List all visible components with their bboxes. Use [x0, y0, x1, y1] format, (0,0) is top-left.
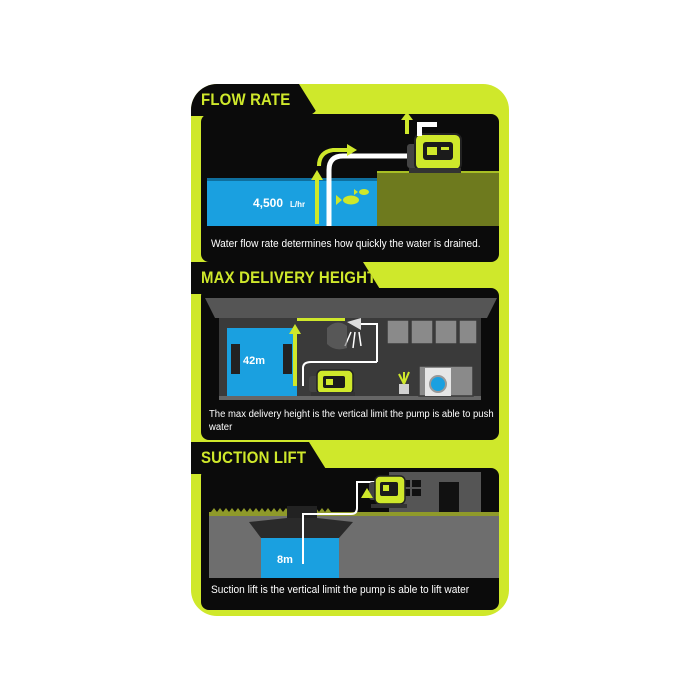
suction-value: 8m	[277, 554, 293, 566]
fish-icon	[336, 189, 369, 205]
pump-icon	[401, 114, 462, 173]
height-arrow-icon	[289, 318, 345, 386]
delivery-height-title: MAX DELIVERY HEIGHT	[201, 268, 377, 287]
flow-rate-title: FLOW RATE	[201, 90, 291, 109]
flow-unit: L/hr	[290, 200, 305, 209]
well-water	[261, 538, 339, 578]
roof	[205, 298, 497, 318]
suction-lift-panel: 8m Suction lift is the vertical limit th…	[201, 468, 499, 610]
suction-lift-title: SUCTION LIFT	[201, 448, 307, 467]
flow-rate-illustration: 4,500 L/hr	[207, 114, 499, 226]
flow-rate-tab: FLOW RATE	[191, 84, 319, 116]
pump-icon	[369, 475, 407, 508]
delivery-height-caption: The max delivery height is the vertical …	[209, 409, 494, 433]
lift-arrow-icon	[361, 488, 373, 498]
shower-icon	[327, 318, 378, 362]
delivery-height-panel: 42m The max delivery height is the verti…	[201, 288, 499, 440]
flow-arrow-icon	[311, 144, 357, 224]
flow-value: 4,500	[253, 196, 283, 210]
delivery-value: 42m	[243, 355, 265, 367]
washing-machine-icon	[425, 368, 451, 396]
plant-icon	[398, 371, 410, 394]
pump-icon	[309, 369, 355, 396]
infographic-card: FLOW RATE	[191, 84, 509, 616]
suction-lift-caption: Suction lift is the vertical limit the p…	[211, 584, 470, 596]
suction-lift-illustration: 8m	[209, 472, 499, 578]
delivery-height-illustration: 42m	[205, 298, 497, 400]
flow-rate-caption: Water flow rate determines how quickly t…	[211, 238, 481, 250]
flow-rate-panel: 4,500 L/hr Water flow rate determines ho…	[201, 114, 499, 262]
ground-bank	[377, 172, 499, 226]
